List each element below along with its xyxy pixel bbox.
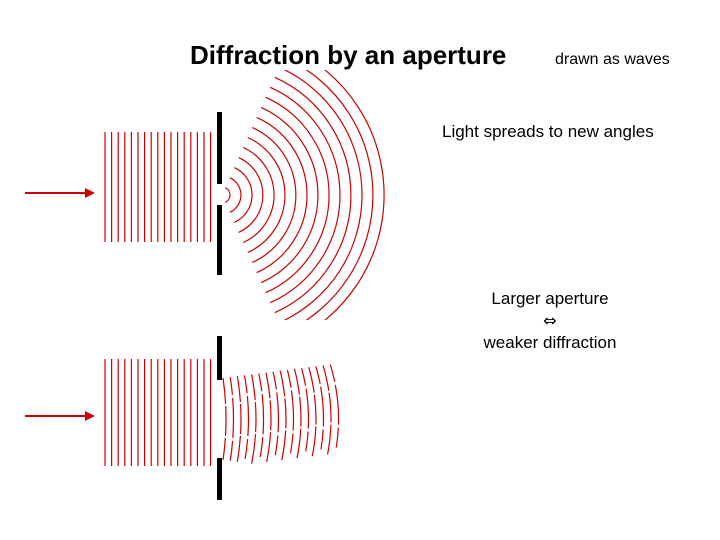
circular-wavefront [269,86,341,304]
annotation-comparison: Larger aperture ⇔ weaker diffraction [470,288,630,354]
transmitted-wavefront [301,367,310,471]
transmitted-wavefront [265,372,272,466]
transmitted-wavefront [279,370,287,468]
transmitted-wavefront [222,377,227,461]
circular-wavefront [256,116,308,274]
small-aperture-panel [25,70,385,320]
diffracted-circular-waves [224,70,385,320]
transmitted-wavefront [258,373,265,465]
circular-wavefront [305,70,374,320]
annotation-spread: Light spreads to new angles [442,122,654,141]
circular-wavefront [283,70,363,320]
annotation-line2: weaker diffraction [483,333,617,352]
barrier-with-large-aperture [217,336,222,500]
incident-plane-waves [104,359,212,466]
transmitted-wavefront [315,366,325,472]
circular-wavefront [234,167,253,223]
transmitted-wavefront [286,369,295,469]
circular-wavefront [224,187,231,203]
transmitted-wavefront [329,364,340,474]
incoming-arrow-icon [25,411,95,421]
diagram-title: Diffraction by an aperture [190,40,507,70]
incoming-arrow-icon [25,188,95,198]
circular-wavefront [274,76,352,314]
diagram-subtitle: drawn as waves [555,51,670,68]
transmitted-wavefront [251,374,257,464]
circular-wavefront [265,96,330,294]
circular-wavefront [242,146,275,244]
circular-wavefront [324,70,385,320]
transmitted-wavefront [293,368,302,470]
transmitted-wavefront [322,365,332,473]
barrier-with-small-aperture [217,112,222,275]
transmitted-wavefront [243,375,250,463]
transmitted-wavefront [308,367,317,471]
circular-wavefront [238,157,264,233]
transmitted-wavefront [229,377,235,461]
incident-plane-waves [104,132,212,242]
transmitted-wavefront [236,376,242,462]
large-aperture-panel [25,336,340,500]
transmitted-wavefront [272,371,280,467]
circular-wavefront [251,126,297,264]
transmitted-waves [222,364,340,474]
annotation-line1: Larger aperture [491,289,609,308]
circular-wavefront [229,177,242,213]
circular-wavefront [247,136,286,254]
circular-wavefront [260,106,319,284]
equivalence-symbol: ⇔ [543,311,557,330]
